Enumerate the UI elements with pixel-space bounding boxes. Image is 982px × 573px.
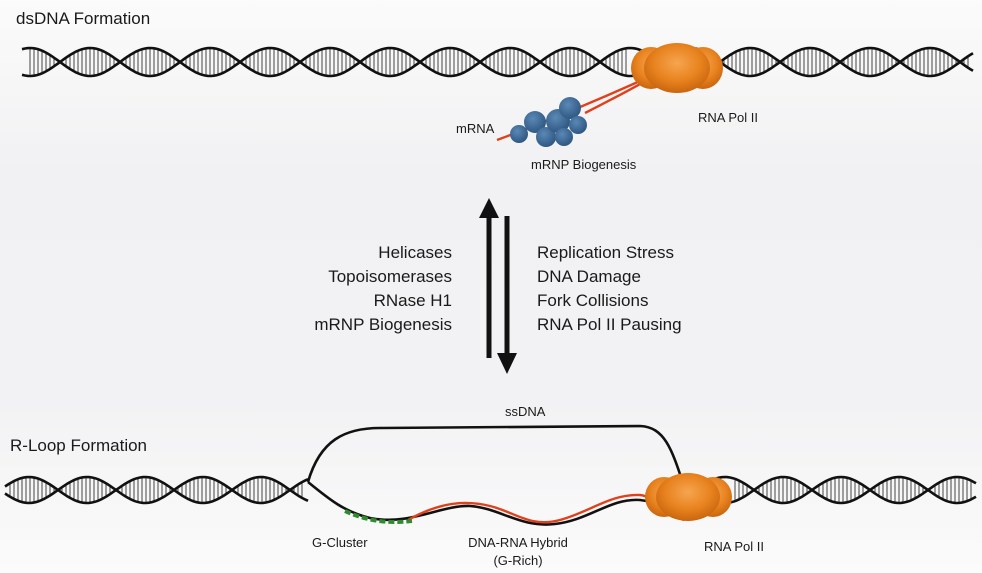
top-section-title: dsDNA Formation (16, 9, 150, 28)
bottom-left-strand-b (4, 475, 309, 505)
mrnp-particle (569, 116, 587, 134)
mrnp-particle-cluster (510, 97, 587, 147)
ssdna-label: ssDNA (505, 404, 546, 419)
top-rna-pol-ii (631, 43, 723, 93)
right-factor-item: Replication Stress (537, 243, 674, 262)
bottom-polymerase-label: RNA Pol II (704, 539, 764, 554)
mrnp-particle (555, 128, 573, 146)
bottom-rna-pol-ii (645, 473, 732, 521)
right-factor-item: RNA Pol II Pausing (537, 315, 682, 334)
equilibrium-arrows (479, 198, 517, 374)
top-helix-rungs (29, 49, 969, 75)
top-dsdna-helix (21, 46, 974, 78)
mrnp-particle (559, 97, 581, 119)
right-factor-list: Replication Stress DNA Damage Fork Colli… (537, 243, 682, 334)
mrnp-particle (524, 111, 546, 133)
right-factor-item: Fork Collisions (537, 291, 648, 310)
bottom-section-title: R-Loop Formation (10, 436, 147, 455)
left-factor-item: Helicases (378, 243, 452, 262)
left-factor-item: Topoisomerases (328, 267, 452, 286)
top-strand-b (21, 46, 974, 78)
left-factor-item: RNase H1 (374, 291, 452, 310)
bottom-right-strand-b (681, 475, 977, 505)
hybrid-label-line1: DNA-RNA Hybrid (468, 535, 568, 550)
top-mrna-label: mRNA (456, 121, 495, 136)
top-polymerase-label: RNA Pol II (698, 110, 758, 125)
ssdna-loop (306, 424, 686, 487)
left-factor-list: Helicases Topoisomerases RNase H1 mRNP B… (314, 243, 452, 334)
mrnp-particle (510, 125, 528, 143)
right-factor-item: DNA Damage (537, 267, 641, 286)
mrnp-particle (536, 127, 556, 147)
bottom-helix-rungs (9, 478, 972, 502)
bottom-r-loop-helix (4, 424, 977, 526)
top-mrnp-label: mRNP Biogenesis (531, 157, 637, 172)
g-cluster-segment (344, 509, 413, 524)
bottom-left-strand-a (4, 475, 309, 505)
hybrid-label-line2: (G-Rich) (493, 553, 542, 568)
g-cluster-label: G-Cluster (312, 535, 368, 550)
left-factor-item: mRNP Biogenesis (314, 315, 452, 334)
